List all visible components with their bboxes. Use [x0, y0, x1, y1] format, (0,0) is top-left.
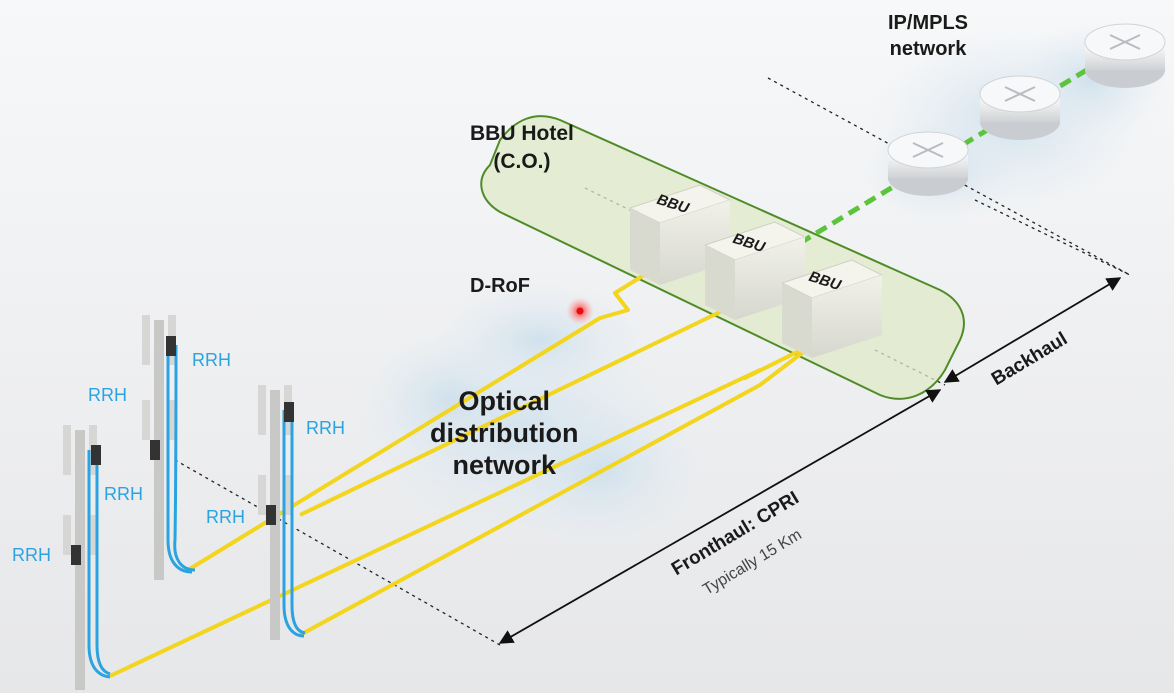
tower-icon	[142, 315, 196, 580]
rrh-label: RRH	[88, 385, 127, 405]
rrh-label: RRH	[206, 507, 245, 527]
odn-label-line2: distribution	[430, 418, 579, 448]
router-icon	[887, 131, 969, 196]
odn-label: Optical distribution network	[430, 385, 578, 481]
router-icon	[979, 75, 1061, 140]
bbu-hotel-label-line2: (C.O.)	[493, 150, 551, 173]
fronthaul-dimension-arrow	[498, 389, 942, 644]
bbu-hotel-label: BBU Hotel (C.O.)	[470, 120, 574, 176]
router-icon	[1084, 23, 1166, 88]
ipmpls-label-line1: IP/MPLS	[888, 12, 969, 34]
ipmpls-label: IP/MPLS network	[888, 10, 968, 62]
rrh-label: RRH	[306, 418, 345, 438]
laser-pointer-core	[576, 307, 584, 315]
bbu-box-3	[780, 259, 884, 358]
tower-icon	[258, 385, 306, 640]
bbu-hotel-label-line1: BBU Hotel	[470, 122, 574, 145]
odn-label-line3: network	[452, 450, 556, 480]
rrh-label: RRH	[192, 350, 231, 370]
rrh-label: RRH	[104, 484, 143, 504]
ipmpls-label-line2: network	[889, 38, 967, 60]
backhaul-dimension-arrow	[943, 277, 1122, 383]
drof-label: D-RoF	[470, 275, 530, 297]
tower-icon	[63, 425, 111, 690]
rrh-label: RRH	[12, 545, 51, 565]
odn-label-line1: Optical	[458, 386, 550, 416]
bbu-box-2	[703, 221, 807, 320]
